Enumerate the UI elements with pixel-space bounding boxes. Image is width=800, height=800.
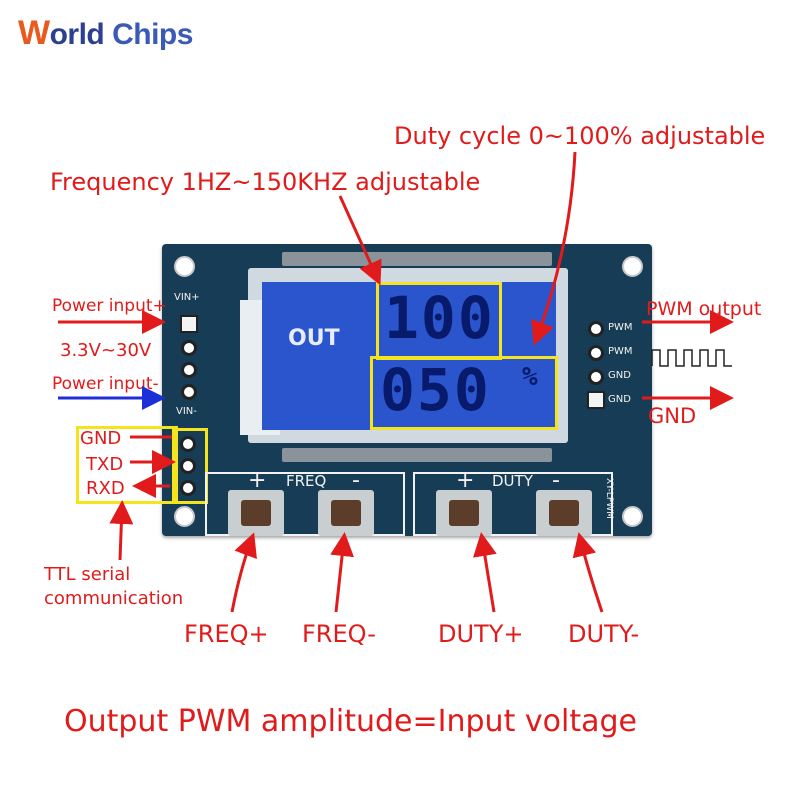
ttl-annotation-line1: TTL serial	[44, 564, 131, 585]
vin-pin	[181, 340, 197, 356]
freq-minus-annotation: FREQ-	[302, 620, 376, 648]
mount-hole	[622, 256, 643, 277]
serial-rxd-annotation: RXD	[86, 478, 125, 499]
duty-highlight-box	[370, 356, 558, 430]
pwm-pin-label: PWM	[608, 322, 633, 333]
pwm-pin-label: PWM	[608, 346, 633, 357]
mount-hole	[174, 256, 195, 277]
duty-plus-annotation: DUTY+	[438, 620, 524, 648]
mount-hole	[622, 506, 643, 527]
frequency-value: 100	[384, 284, 495, 352]
pwm-waveform-icon	[651, 349, 732, 367]
brand-logo: World Chips	[18, 14, 193, 52]
duty-minus-sign: -	[552, 468, 560, 493]
vin-minus-label: VIN-	[176, 406, 197, 417]
lcd-pins-bottom	[282, 448, 552, 462]
vin-pin	[181, 384, 197, 400]
gnd-output-annotation: GND	[648, 404, 697, 428]
duty-minus-button[interactable]	[536, 490, 592, 536]
output-pin	[588, 369, 604, 385]
freq-label: FREQ	[286, 472, 327, 490]
percent-sign: %	[522, 362, 540, 392]
vin-pin	[180, 315, 198, 333]
output-pin	[588, 345, 604, 361]
duty-minus-annotation: DUTY-	[568, 620, 640, 648]
serial-txd-annotation: TXD	[86, 454, 124, 475]
freq-minus-sign: -	[352, 468, 360, 493]
freq-plus-button[interactable]	[228, 490, 284, 536]
output-pin	[587, 391, 605, 409]
frequency-annotation: Frequency 1HZ~150KHZ adjustable	[50, 168, 481, 196]
duty-plus-button[interactable]	[436, 490, 492, 536]
serial-pin	[180, 458, 196, 474]
vin-pin	[181, 362, 197, 378]
vin-plus-label: VIN+	[174, 292, 200, 303]
lcd-out-label: OUT	[288, 326, 340, 351]
duty-label: DUTY	[492, 472, 533, 490]
gnd-pin-label: GND	[608, 394, 631, 405]
serial-pin	[180, 436, 196, 452]
freq-plus-annotation: FREQ+	[184, 620, 269, 648]
mount-hole	[174, 506, 195, 527]
freq-minus-button[interactable]	[318, 490, 374, 536]
ttl-annotation-line2: communication	[44, 588, 184, 609]
voltage-annotation: 3.3V~30V	[60, 340, 152, 361]
output-pin	[588, 321, 604, 337]
power-plus-annotation: Power input+	[52, 296, 167, 316]
duty-value: 050	[380, 356, 491, 424]
serial-gnd-annotation: GND	[80, 428, 122, 449]
footer-caption: Output PWM amplitude=Input voltage	[64, 704, 637, 739]
duty-plus-sign: +	[456, 468, 475, 493]
freq-plus-sign: +	[248, 468, 267, 493]
gnd-pin-label: GND	[608, 370, 631, 381]
duty-cycle-annotation: Duty cycle 0~100% adjustable	[394, 122, 766, 150]
serial-pin	[180, 480, 196, 496]
power-minus-annotation: Power input-	[52, 374, 159, 394]
lcd-pins-top	[282, 252, 552, 266]
